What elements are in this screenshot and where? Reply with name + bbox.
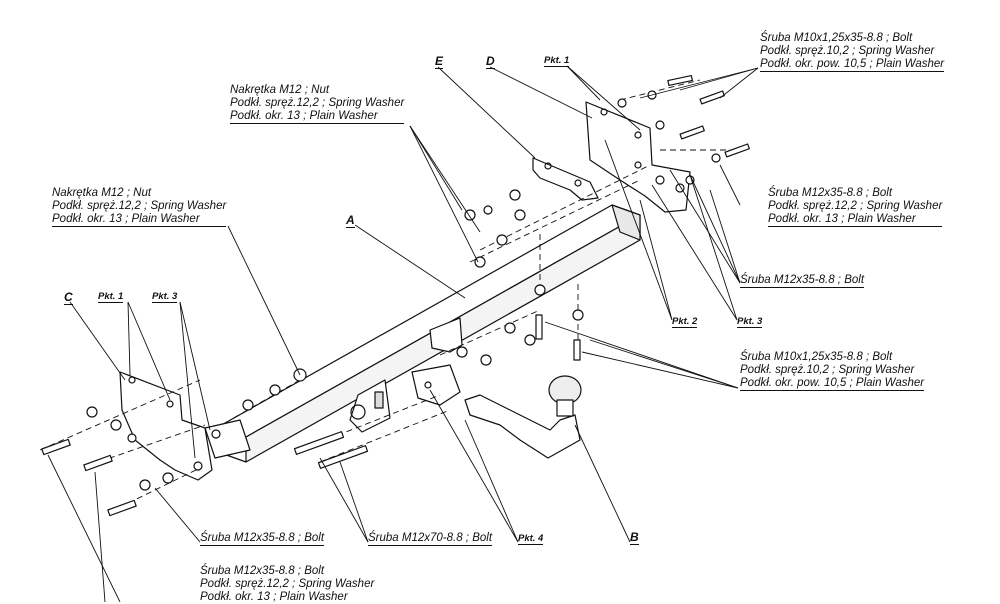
tow-ball-b bbox=[464, 375, 582, 459]
center-mount bbox=[411, 317, 463, 406]
callout-bottom-bolt-single: Śruba M12x35-8.8 ; Bolt bbox=[200, 532, 325, 546]
leader-lines bbox=[47, 65, 759, 602]
pkt-label-bottom-4: Pkt. 4 bbox=[518, 533, 544, 545]
part-label-d: D bbox=[486, 54, 495, 69]
part-label-b: B bbox=[630, 530, 639, 545]
pkt-label-top-1: Pkt. 1 bbox=[544, 55, 570, 67]
right-bracket-d bbox=[585, 101, 691, 213]
part-label-e: E bbox=[435, 54, 444, 69]
left-bracket-c bbox=[119, 371, 251, 481]
pkt-label-right-2: Pkt. 2 bbox=[672, 316, 698, 328]
callout-bottom-bolt-group: Śruba M12x35-8.8 ; Bolt Podkł. spręż.12,… bbox=[200, 565, 375, 603]
pkt-label-left-1: Pkt. 1 bbox=[98, 291, 124, 303]
callout-top-nut: Nakrętka M12 ; Nut Podkł. spręż.12,2 ; S… bbox=[230, 84, 405, 124]
callout-bottom-bolt-m70: Śruba M12x70-8.8 ; Bolt bbox=[368, 532, 493, 546]
plate-e bbox=[532, 157, 599, 201]
part-label-a: A bbox=[346, 213, 355, 228]
callout-right-bolt-m12: Śruba M12x35-8.8 ; Bolt Podkł. spręż.12,… bbox=[768, 187, 943, 227]
pkt-label-right-3: Pkt. 3 bbox=[737, 316, 763, 328]
pkt-label-left-3: Pkt. 3 bbox=[152, 291, 178, 303]
bolts bbox=[41, 74, 750, 517]
callout-mid-right-bolt: Śruba M10x1,25x35-8.8 ; Bolt Podkł. sprę… bbox=[740, 351, 925, 391]
part-label-c: C bbox=[64, 290, 73, 305]
callout-right-bolt-single: Śruba M12x35-8.8 ; Bolt bbox=[740, 274, 865, 288]
callout-left-nut: Nakrętka M12 ; Nut Podkł. spręż.12,2 ; S… bbox=[52, 187, 227, 227]
callout-top-right-bolt: Śruba M10x1,25x35-8.8 ; Bolt Podkł. sprę… bbox=[760, 32, 945, 72]
